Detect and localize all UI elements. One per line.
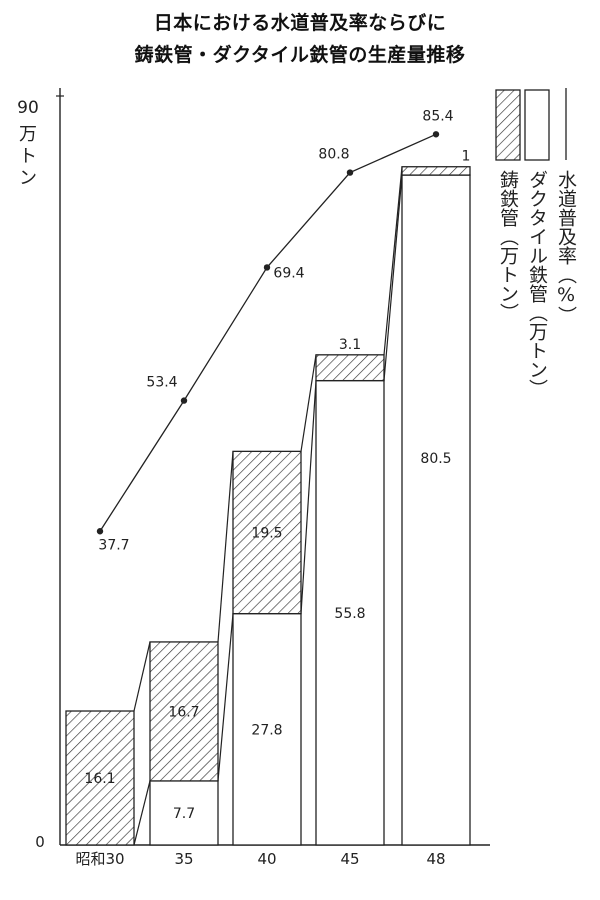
bar-cast-iron bbox=[401, 166, 471, 176]
coverage-point bbox=[263, 264, 271, 271]
x-tick-label: 35 bbox=[174, 850, 193, 868]
y-unit-label-char: ン bbox=[19, 168, 37, 189]
bar-cast-iron bbox=[149, 641, 219, 782]
cast-iron-value-label: 16.7 bbox=[168, 704, 199, 720]
y-unit-label-char: 万 bbox=[19, 124, 37, 145]
legend-item-coverage-label: 水道普及率（%） bbox=[555, 170, 577, 325]
x-tick-label: 48 bbox=[426, 850, 445, 868]
x-tick-label: 昭和30 bbox=[75, 850, 124, 868]
ductile-value-label: 80.5 bbox=[420, 451, 451, 467]
connector-total bbox=[300, 354, 317, 452]
x-tick-label: 40 bbox=[257, 850, 276, 868]
y-tick-label-zero: 0 bbox=[35, 833, 45, 851]
ductile-value-label: 55.8 bbox=[334, 606, 365, 622]
bars bbox=[65, 166, 471, 846]
coverage-value-label: 69.4 bbox=[273, 265, 304, 281]
connector-ductile bbox=[133, 780, 151, 846]
connector-total bbox=[133, 641, 151, 712]
coverage-point bbox=[346, 169, 354, 176]
bar-ductile bbox=[149, 780, 219, 846]
bar-ductile bbox=[315, 379, 385, 846]
coverage-point bbox=[96, 528, 104, 535]
legend: 水道普及率（%） ダクタイル鉄管（万トン） 鋳鉄管（万トン） bbox=[495, 88, 577, 398]
legend-swatch-white bbox=[524, 89, 550, 161]
coverage-value-label: 37.7 bbox=[98, 537, 129, 553]
chart-title-line-2: 鋳鉄管・ダクタイル鉄管の生産量推移 bbox=[134, 44, 466, 66]
coverage-line bbox=[96, 131, 440, 535]
cast-iron-value-label: 3.1 bbox=[339, 337, 361, 353]
legend-item-cast-iron-label: 鋳鉄管（万トン） bbox=[497, 169, 519, 322]
value-labels: 37.7 53.4 69.4 80.8 85.4 7.7 27.8 55.8 80.5 16.1 1… bbox=[84, 108, 470, 822]
bar-cast-iron bbox=[232, 450, 302, 615]
x-tick-label: 45 bbox=[340, 850, 359, 868]
chart-title-line-1: 日本における水道普及率ならびに bbox=[153, 12, 447, 34]
y-tick-label-top: 90 bbox=[17, 98, 39, 118]
cast-iron-value-label: 16.1 bbox=[84, 771, 115, 787]
connector-ductile bbox=[383, 175, 403, 381]
coverage-point bbox=[180, 397, 188, 404]
ductile-value-label: 7.7 bbox=[173, 806, 195, 822]
bar-cast-iron bbox=[315, 354, 385, 382]
coverage-value-label: 53.4 bbox=[146, 375, 177, 391]
cast-iron-value-label: 1 bbox=[462, 149, 471, 165]
coverage-value-label: 80.8 bbox=[318, 147, 349, 163]
ductile-value-label: 27.8 bbox=[251, 722, 282, 738]
connector-total bbox=[217, 451, 234, 642]
cast-iron-value-label: 19.5 bbox=[251, 526, 282, 542]
bar-ductile bbox=[401, 174, 471, 846]
bar-connectors bbox=[133, 166, 403, 846]
legend-swatch-hatched bbox=[495, 89, 521, 161]
legend-item-ductile-label: ダクタイル鉄管（万トン） bbox=[526, 170, 548, 398]
y-unit-label-char: ト bbox=[19, 146, 37, 167]
coverage-value-label: 85.4 bbox=[422, 108, 453, 124]
coverage-point bbox=[432, 131, 440, 138]
connector-ductile bbox=[300, 380, 317, 614]
connector-total bbox=[383, 166, 403, 355]
bar-ductile bbox=[232, 612, 302, 846]
connector-ductile bbox=[217, 613, 234, 781]
bar-cast-iron bbox=[65, 710, 135, 846]
